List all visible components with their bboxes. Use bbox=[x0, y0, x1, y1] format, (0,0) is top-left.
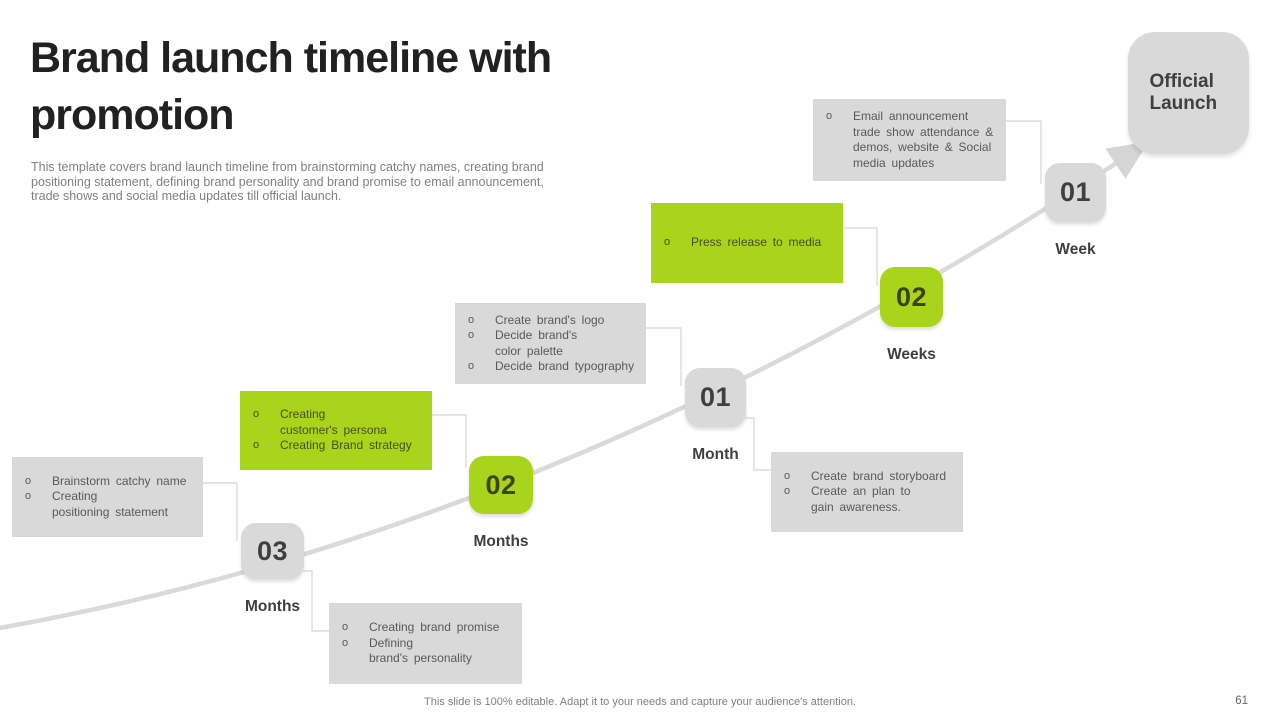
milestone-2-weeks: 02 Weeks bbox=[880, 267, 943, 363]
timeline-curve bbox=[0, 141, 1150, 631]
bullet-icon: o bbox=[784, 485, 791, 498]
slide-description: This template covers brand launch timeli… bbox=[31, 160, 544, 203]
bullet-icon: o bbox=[784, 469, 791, 482]
official-launch-label: Official Launch bbox=[1149, 71, 1218, 114]
milestone-3-months: 03 Months bbox=[241, 523, 304, 615]
milestone-chip: 02 bbox=[880, 267, 943, 327]
callout-connectors bbox=[203, 120, 1042, 632]
official-launch-node: Official Launch bbox=[1128, 32, 1249, 154]
milestone-label: Week bbox=[1055, 241, 1096, 258]
bullet-icon: o bbox=[342, 636, 349, 649]
milestone-chip: 02 bbox=[469, 456, 533, 514]
milestone-chip: 03 bbox=[241, 523, 304, 579]
milestone-label: Weeks bbox=[887, 346, 936, 363]
milestone-label: Months bbox=[244, 598, 301, 615]
bullet-icon: o bbox=[342, 621, 349, 634]
bullet-icon: o bbox=[25, 474, 32, 487]
milestone-chip: 01 bbox=[685, 368, 746, 427]
milestone-label: Month bbox=[692, 446, 739, 463]
bullet-icon: o bbox=[664, 236, 671, 249]
milestone-2-months: 02 Months bbox=[469, 456, 533, 550]
milestone-label: Months bbox=[473, 533, 529, 550]
bullet-icon: o bbox=[468, 360, 475, 372]
bullet-icon: o bbox=[253, 439, 260, 452]
bullet-icon: o bbox=[468, 329, 475, 341]
milestone-chip: 01 bbox=[1045, 163, 1106, 222]
footer-note: This slide is 100% editable. Adapt it to… bbox=[424, 696, 856, 708]
bullet-icon: o bbox=[468, 313, 475, 326]
bullet-icon: o bbox=[253, 408, 260, 421]
slide-title: Brand launch timeline with promotion bbox=[30, 34, 552, 139]
milestone-1-week: 01 Week bbox=[1045, 163, 1106, 258]
page-number: 61 bbox=[1235, 695, 1248, 707]
bullet-icon: o bbox=[25, 490, 32, 503]
milestone-1-month: 01 Month bbox=[685, 368, 746, 463]
bullet-icon: o bbox=[826, 110, 833, 122]
